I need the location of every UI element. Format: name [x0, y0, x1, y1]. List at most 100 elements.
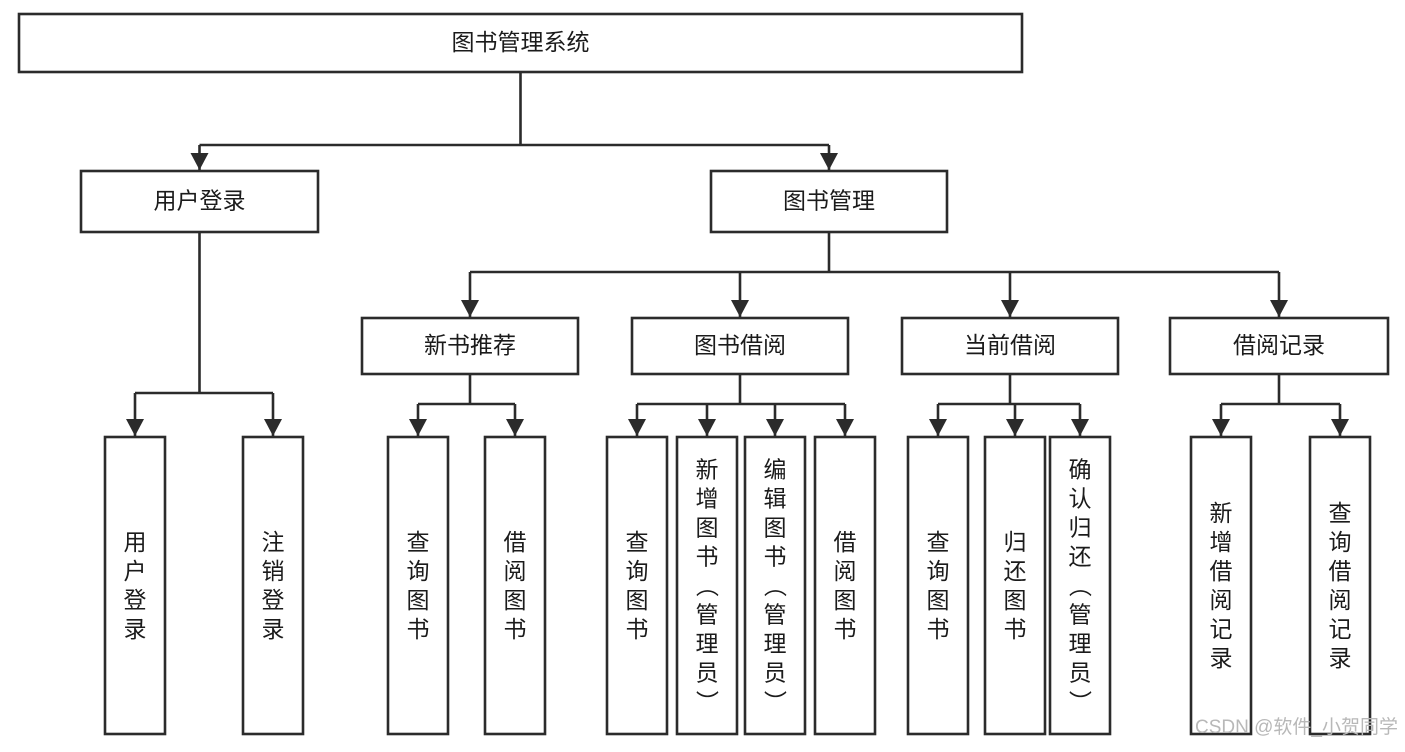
node-leaf-add-book-char: 增 — [696, 486, 719, 512]
arrow-head-icon — [766, 419, 784, 436]
arrow-head-icon — [409, 419, 427, 436]
node-leaf-query-book-2-rect — [605, 435, 669, 736]
node-user-login-rect — [79, 169, 320, 234]
node-leaf-query-book-1-rect — [386, 435, 450, 736]
node-leaf-user-logout-char: 登 — [262, 587, 285, 613]
node-leaf-edit-book-char: ） — [762, 690, 788, 713]
node-leaf-confirm-return-char: 管 — [1069, 602, 1092, 628]
node-leaf-borrow-book-2-rect — [813, 435, 877, 736]
node-leaf-user-login-char: 户 — [124, 558, 147, 584]
node-leaf-user-logout-char: 录 — [262, 616, 285, 642]
node-leaf-add-book-char: 图 — [696, 515, 719, 541]
node-new-book-recommend-rect — [360, 316, 580, 376]
arrow-head-icon — [1001, 300, 1019, 317]
arrow-head-icon — [698, 419, 716, 436]
node-book-borrow[interactable]: 图书借阅 — [630, 316, 850, 376]
node-leaf-query-record-rect — [1308, 435, 1372, 736]
node-leaf-edit-book-char: 书 — [764, 544, 787, 570]
node-leaf-query-book-3-char: 图 — [927, 587, 950, 613]
node-leaf-query-book-1-char: 询 — [407, 558, 430, 584]
arrow-head-icon — [1331, 419, 1349, 436]
node-book-manage[interactable]: 图书管理 — [709, 169, 949, 234]
node-user-login-label: 用户登录 — [154, 188, 246, 214]
node-borrow-record-rect — [1168, 316, 1390, 376]
node-leaf-query-book-2-char: 图 — [626, 587, 649, 613]
node-leaf-borrow-book-1-char: 阅 — [504, 558, 527, 584]
node-leaf-add-record-char: 阅 — [1210, 587, 1233, 613]
node-leaf-query-book-1-char: 书 — [407, 616, 430, 642]
node-leaf-add-book-rect — [675, 435, 739, 736]
node-root-root-rect — [17, 12, 1024, 74]
arrow-head-icon — [264, 419, 282, 436]
node-root-root-label: 图书管理系统 — [452, 29, 590, 55]
node-leaf-user-logout-char: 销 — [262, 558, 285, 584]
arrow-head-icon — [1212, 419, 1230, 436]
node-book-borrow-rect — [630, 316, 850, 376]
node-leaf-query-book-1-char: 查 — [407, 529, 430, 555]
node-root-root[interactable]: 图书管理系统 — [17, 12, 1024, 74]
node-leaf-user-login[interactable]: 用户登录 — [103, 435, 167, 736]
node-leaf-confirm-return-char: （ — [1067, 574, 1093, 597]
node-leaf-return-book-char: 还 — [1004, 558, 1027, 584]
node-leaf-query-record-char: 查 — [1329, 500, 1352, 526]
connectors-layer — [126, 72, 1349, 436]
csdn-watermark: CSDN @软件_小贺同学 — [1195, 716, 1398, 738]
node-user-login[interactable]: 用户登录 — [79, 169, 320, 234]
node-leaf-edit-book-char: 辑 — [764, 486, 787, 512]
node-leaf-borrow-book-2-char: 图 — [834, 587, 857, 613]
node-leaf-borrow-book-2-char: 书 — [834, 616, 857, 642]
node-book-manage-rect — [709, 169, 949, 234]
node-new-book-recommend[interactable]: 新书推荐 — [360, 316, 580, 376]
node-leaf-edit-book-char: 理 — [764, 631, 787, 657]
arrow-head-icon — [190, 153, 209, 170]
node-current-borrow[interactable]: 当前借阅 — [900, 316, 1120, 376]
node-leaf-confirm-return-char: ） — [1067, 690, 1093, 713]
node-leaf-add-record-char: 借 — [1210, 558, 1233, 584]
node-leaf-edit-book-char: 编 — [764, 457, 787, 483]
node-leaf-confirm-return-char: 理 — [1069, 631, 1092, 657]
node-leaf-confirm-return-char: 认 — [1069, 486, 1092, 512]
arrow-head-icon — [1270, 300, 1288, 317]
node-leaf-return-book-char: 书 — [1004, 616, 1027, 642]
node-leaf-user-login-char: 登 — [124, 587, 147, 613]
node-leaf-query-book-2-char: 书 — [626, 616, 649, 642]
node-leaf-query-book-2-char: 查 — [626, 529, 649, 555]
node-leaf-edit-book-char: 图 — [764, 515, 787, 541]
arrow-head-icon — [1071, 419, 1089, 436]
node-leaf-edit-book-char: 管 — [764, 602, 787, 628]
node-leaf-add-book-char: ） — [694, 690, 720, 713]
node-leaf-query-record-char: 阅 — [1329, 587, 1352, 613]
node-leaf-return-book-rect — [983, 435, 1047, 736]
node-leaf-confirm-return-char: 还 — [1069, 544, 1092, 570]
node-leaf-confirm-return-char: 确 — [1069, 457, 1092, 483]
node-book-manage-label: 图书管理 — [783, 188, 875, 214]
node-leaf-confirm-return-char: 归 — [1069, 515, 1092, 541]
node-current-borrow-label: 当前借阅 — [964, 332, 1056, 358]
node-leaf-add-record-char: 记 — [1210, 616, 1233, 642]
node-borrow-record[interactable]: 借阅记录 — [1168, 316, 1390, 376]
node-leaf-query-book-1-char: 图 — [407, 587, 430, 613]
node-leaf-add-book-char: 书 — [696, 544, 719, 570]
arrow-head-icon — [929, 419, 947, 436]
node-leaf-add-record-char: 录 — [1210, 645, 1233, 671]
node-leaf-edit-book-char: （ — [762, 574, 788, 597]
node-leaf-user-logout-rect — [241, 435, 305, 736]
node-leaf-query-book-3-char: 书 — [927, 616, 950, 642]
nodes-layer: 图书管理系统用户登录图书管理新书推荐图书借阅当前借阅借阅记录用户登录注销登录查询… — [17, 12, 1390, 736]
node-leaf-user-login-char: 用 — [124, 529, 147, 555]
node-leaf-query-record-char: 录 — [1329, 645, 1352, 671]
